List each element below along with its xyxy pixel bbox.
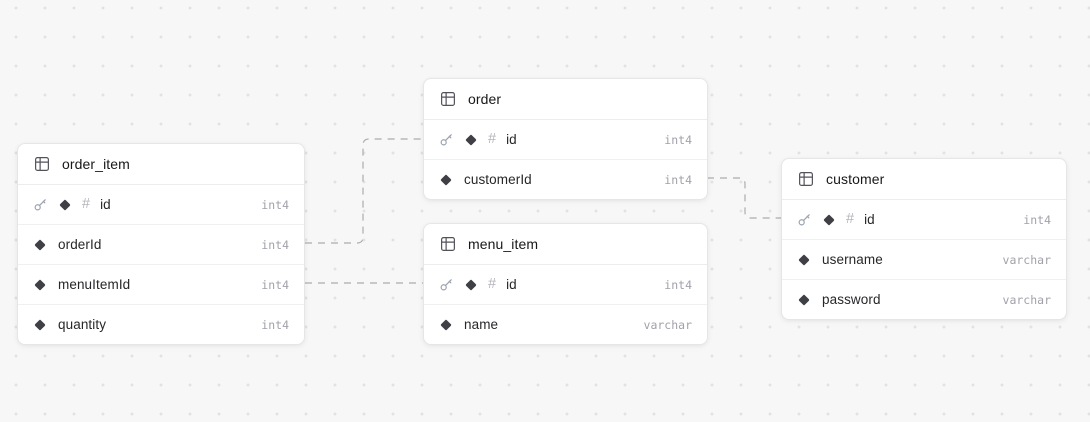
field-name: id [506, 277, 517, 292]
field-name: username [822, 252, 883, 267]
field-type: int4 [1023, 212, 1051, 227]
field-type: int4 [261, 277, 289, 292]
field-row: # id int4 [424, 120, 707, 159]
not-null-icon [33, 278, 47, 292]
not-null-icon [797, 293, 811, 307]
field-row: name varchar [424, 304, 707, 344]
table-header: customer [782, 159, 1066, 200]
field-name: id [864, 212, 875, 227]
primary-key-icon [33, 197, 48, 212]
edge-order-customer[interactable] [707, 177, 781, 219]
table-header: order [424, 79, 707, 120]
not-null-icon [439, 173, 453, 187]
table-title: order [468, 91, 502, 107]
table-icon [33, 155, 51, 173]
table-order_item[interactable]: order_item # id int4 orderId int4 menuIt… [17, 143, 305, 345]
field-type: int4 [664, 277, 692, 292]
field-type: int4 [261, 317, 289, 332]
field-name: id [100, 197, 111, 212]
table-icon [439, 90, 457, 108]
not-null-icon [33, 238, 47, 252]
field-type: int4 [261, 197, 289, 212]
table-customer[interactable]: customer # id int4 username varchar pass… [781, 158, 1067, 320]
field-name: name [464, 317, 499, 332]
field-type: int4 [664, 172, 692, 187]
not-null-icon [439, 318, 453, 332]
numeric-type-icon: # [82, 196, 91, 213]
field-type: int4 [664, 132, 692, 147]
numeric-type-icon: # [846, 211, 855, 228]
field-row: username varchar [782, 239, 1066, 279]
field-type: varchar [1002, 292, 1051, 307]
table-title: customer [826, 171, 885, 187]
not-null-icon [58, 198, 72, 212]
numeric-type-icon: # [488, 276, 497, 293]
table-icon [797, 170, 815, 188]
field-type: int4 [261, 237, 289, 252]
table-menu_item[interactable]: menu_item # id int4 name varchar [423, 223, 708, 345]
primary-key-icon [439, 277, 454, 292]
primary-key-icon [797, 212, 812, 227]
field-name: id [506, 132, 517, 147]
field-row: password varchar [782, 279, 1066, 319]
field-row: # id int4 [424, 265, 707, 304]
not-null-icon [33, 318, 47, 332]
not-null-icon [797, 253, 811, 267]
field-row: orderId int4 [18, 224, 304, 264]
not-null-icon [464, 278, 478, 292]
numeric-type-icon: # [488, 131, 497, 148]
field-row: # id int4 [782, 200, 1066, 239]
field-name: menuItemId [58, 277, 131, 292]
not-null-icon [464, 133, 478, 147]
table-header: order_item [18, 144, 304, 185]
field-name: orderId [58, 237, 102, 252]
field-row: customerId int4 [424, 159, 707, 199]
table-header: menu_item [424, 224, 707, 265]
table-title: order_item [62, 156, 130, 172]
edge-order_item-order[interactable] [305, 138, 423, 244]
field-name: quantity [58, 317, 107, 332]
table-title: menu_item [468, 236, 539, 252]
field-row: # id int4 [18, 185, 304, 224]
field-name: password [822, 292, 881, 307]
field-type: varchar [643, 317, 692, 332]
table-order[interactable]: order # id int4 customerId int4 [423, 78, 708, 200]
not-null-icon [822, 213, 836, 227]
field-name: customerId [464, 172, 532, 187]
field-row: quantity int4 [18, 304, 304, 344]
primary-key-icon [439, 132, 454, 147]
field-row: menuItemId int4 [18, 264, 304, 304]
table-icon [439, 235, 457, 253]
field-type: varchar [1002, 252, 1051, 267]
